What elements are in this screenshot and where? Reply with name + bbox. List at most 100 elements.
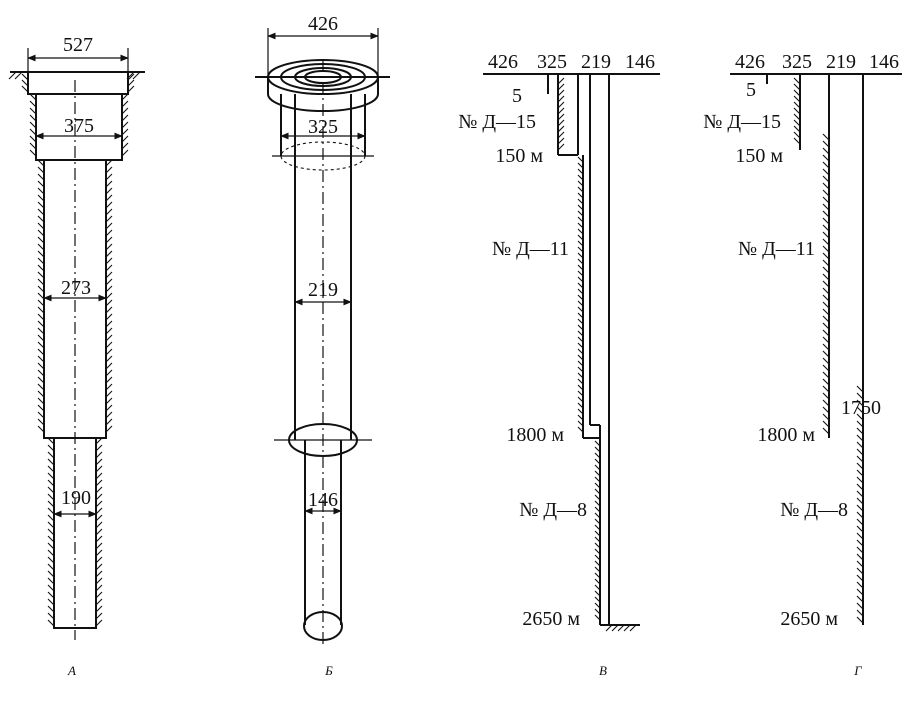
hatch-mark <box>105 376 113 384</box>
panel-b-label-426: 426 <box>308 13 338 35</box>
hatch-mark <box>594 614 601 621</box>
hatch-mark <box>822 308 830 316</box>
hatch-mark <box>856 553 864 561</box>
panel-a-caption: А <box>67 663 76 678</box>
hatch-mark <box>856 420 864 428</box>
hatch-mark <box>105 285 113 293</box>
hatch-mark <box>47 556 55 564</box>
hatch-mark <box>37 229 45 237</box>
panel-v-top-426: 426 <box>488 51 518 73</box>
hatch-mark <box>856 455 864 463</box>
hatch-mark <box>105 369 113 377</box>
hatch-mark <box>47 563 55 571</box>
hatch-mark <box>594 494 601 501</box>
hatch-mark <box>577 336 584 343</box>
hatch-mark <box>47 479 55 487</box>
hatch-mark <box>577 252 584 259</box>
hatch-mark <box>47 605 55 613</box>
hatch-mark <box>822 259 830 267</box>
hatch-mark <box>822 357 830 365</box>
hatch-mark <box>822 210 830 218</box>
panel-b-label-146: 146 <box>308 489 338 511</box>
hatch-mark <box>856 434 864 442</box>
hatch-mark <box>37 355 45 363</box>
hatch-mark <box>105 173 113 181</box>
hatch-mark <box>95 619 103 627</box>
hatch-mark <box>14 71 23 80</box>
hatch-mark <box>29 128 37 136</box>
hatch-mark <box>105 320 113 328</box>
hatch-mark <box>577 174 584 181</box>
panel-v-depth-2650: 2650 м <box>522 608 580 630</box>
hatch-mark <box>856 511 864 519</box>
hatch-mark <box>47 472 55 480</box>
hatch-mark <box>37 180 45 188</box>
hatch-mark <box>37 306 45 314</box>
hatch-mark <box>822 217 830 225</box>
hatch-mark <box>822 392 830 400</box>
hatch-mark <box>95 549 103 557</box>
hatch-mark <box>37 411 45 419</box>
hatch-mark <box>793 107 801 115</box>
hatch-mark <box>594 548 601 555</box>
hatch-mark <box>105 180 113 188</box>
hatch-mark <box>856 602 864 610</box>
hatch-mark <box>856 504 864 512</box>
hatch-mark <box>29 114 37 122</box>
hatch-mark <box>577 306 584 313</box>
hatch-mark <box>105 292 113 300</box>
hatch-mark <box>822 280 830 288</box>
hatch-mark <box>577 330 584 337</box>
hatch-mark <box>594 518 601 525</box>
hatch-mark <box>95 500 103 508</box>
hatch-mark <box>594 464 601 471</box>
hatch-mark <box>594 566 601 573</box>
hatch-mark <box>37 418 45 426</box>
hatch-mark <box>105 383 113 391</box>
panel-v-depth-1800: 1800 м <box>506 424 564 446</box>
hatch-mark <box>37 313 45 321</box>
hatch-mark <box>594 530 601 537</box>
hatch-mark <box>856 588 864 596</box>
hatch-mark <box>105 208 113 216</box>
hatch-mark <box>95 556 103 564</box>
hatch-mark <box>577 300 584 307</box>
hatch-mark <box>37 425 45 433</box>
hatch-mark <box>105 271 113 279</box>
hatch-mark <box>37 208 45 216</box>
hatch-mark <box>577 216 584 223</box>
panel-a-label-273: 273 <box>61 277 91 299</box>
panel-g-label-d8: № Д—8 <box>780 499 848 521</box>
hatch-mark <box>127 73 135 81</box>
hatch-mark <box>95 465 103 473</box>
panel-a-label-190: 190 <box>61 487 91 509</box>
hatch-mark <box>822 203 830 211</box>
hatch-mark <box>822 336 830 344</box>
hatch-mark <box>822 182 830 190</box>
hatch-mark <box>822 161 830 169</box>
hatch-mark <box>8 71 17 80</box>
hatch-mark <box>127 85 135 93</box>
hatch-mark <box>793 131 801 139</box>
hatch-mark <box>856 462 864 470</box>
hatch-mark <box>105 159 113 167</box>
panel-g-hatch <box>793 77 864 624</box>
panel-a-conductor-cap <box>27 71 129 95</box>
hatch-mark <box>95 584 103 592</box>
panel-a-label-375: 375 <box>64 115 94 137</box>
hatch-mark <box>47 507 55 515</box>
hatch-mark <box>21 85 29 93</box>
hatch-mark <box>822 252 830 260</box>
hatch-mark <box>37 369 45 377</box>
panel-g-label-d15: № Д—15 <box>703 111 781 133</box>
hatch-mark <box>105 299 113 307</box>
hatch-mark <box>822 273 830 281</box>
hatch-mark <box>793 77 801 85</box>
hatch-mark <box>577 264 584 271</box>
hatch-mark <box>105 243 113 251</box>
hatch-mark <box>37 383 45 391</box>
hatch-mark <box>557 137 565 145</box>
panel-b-label-219: 219 <box>308 279 338 301</box>
hatch-mark <box>856 406 864 414</box>
hatch-mark <box>577 420 584 427</box>
